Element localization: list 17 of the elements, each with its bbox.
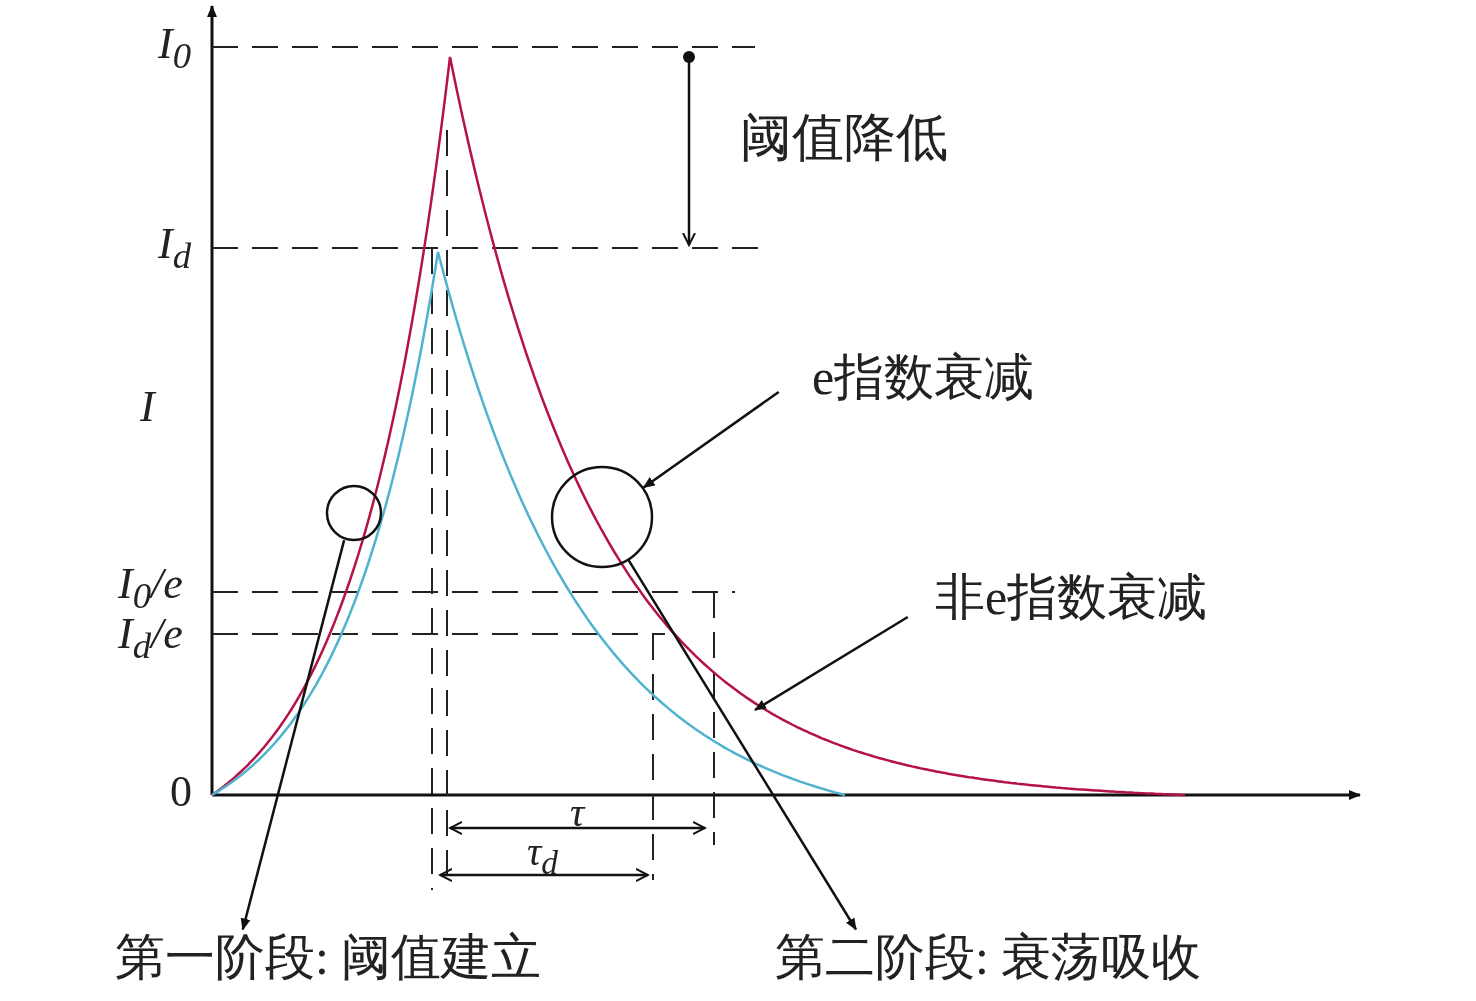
leader-line [754, 615, 909, 712]
leader-line [627, 559, 857, 931]
callout-text: e指数衰减 [812, 352, 1035, 402]
dimension-label: τ$_{d}$ [527, 832, 558, 880]
axis-label: I$_{d}$/e [118, 612, 183, 665]
axis-label: I$_{0}$ [158, 22, 191, 75]
leader-line [240, 539, 346, 931]
callout-text: 第一阶段: 阈值建立 [115, 932, 542, 982]
annotation-text: 阈值降低 [740, 112, 948, 164]
leader-line [642, 391, 780, 489]
callout-text: 非e指数衰减 [935, 572, 1208, 622]
axis-label: I$_{0}$/e [118, 562, 183, 615]
callout-text: 第二阶段: 衰荡吸收 [775, 932, 1202, 982]
axis-label: 0 [170, 770, 192, 814]
axis-label: I$_{d}$ [158, 222, 191, 275]
axis-label: I [140, 385, 155, 429]
dimension-label: τ [570, 793, 585, 833]
